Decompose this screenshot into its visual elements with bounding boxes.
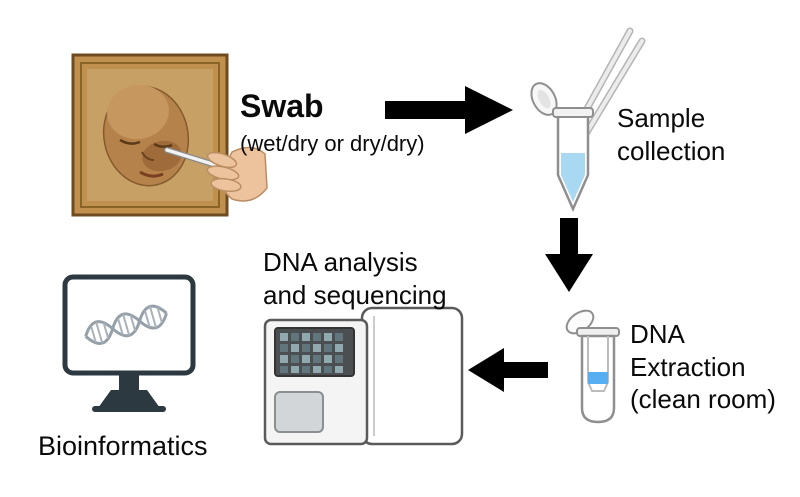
hand (206, 146, 268, 202)
arrow-left-icon (468, 348, 548, 392)
arrow-right-icon (385, 86, 513, 134)
tube-liquid (561, 153, 585, 202)
painting-swab-illustration (70, 52, 268, 227)
sample-tube-illustration (518, 25, 650, 226)
sample-collection-label: Sample collection (617, 103, 726, 166)
sequencer-door (360, 306, 464, 446)
arrow-right (385, 86, 513, 139)
bioinformatics-label: Bioinformatics (38, 431, 208, 461)
column-band (588, 372, 608, 384)
closed-eye-right (153, 142, 173, 148)
arrow-down (545, 218, 593, 297)
monitor-screen (62, 274, 196, 376)
sequencer-illustration (262, 306, 467, 453)
dna-helix-icon (84, 304, 168, 345)
extraction-tube-illustration (562, 308, 636, 441)
dna-sequencer-machine-icon (263, 306, 464, 446)
mouth (139, 170, 164, 178)
dna-analysis-label: DNA analysis and sequencing (263, 247, 447, 310)
framed-portrait-with-swab-hand-icon (71, 53, 268, 217)
dna-extraction-label: DNA Extraction (clean room) (630, 319, 776, 414)
monitor-stand (92, 374, 166, 412)
arrow-left (468, 348, 548, 397)
swab-subtitle: (wet/dry or dry/dry) (240, 131, 425, 156)
tube-rim (552, 107, 594, 118)
closed-eye-left (119, 138, 141, 145)
swab-title: Swab (240, 88, 324, 124)
baby-face (102, 84, 190, 187)
monitor-illustration (62, 274, 198, 439)
computer-monitor-dna-icon (62, 274, 196, 412)
screen-grid (280, 333, 343, 373)
nose (141, 151, 155, 161)
spin-column-tube-icon (565, 309, 620, 424)
arrow-down-icon (545, 218, 593, 292)
sequencer-hatch (274, 391, 324, 433)
tube-cap-open (530, 82, 558, 116)
frame-inner-molding (80, 62, 220, 208)
collection-tube-with-swabs-icon (530, 27, 646, 213)
